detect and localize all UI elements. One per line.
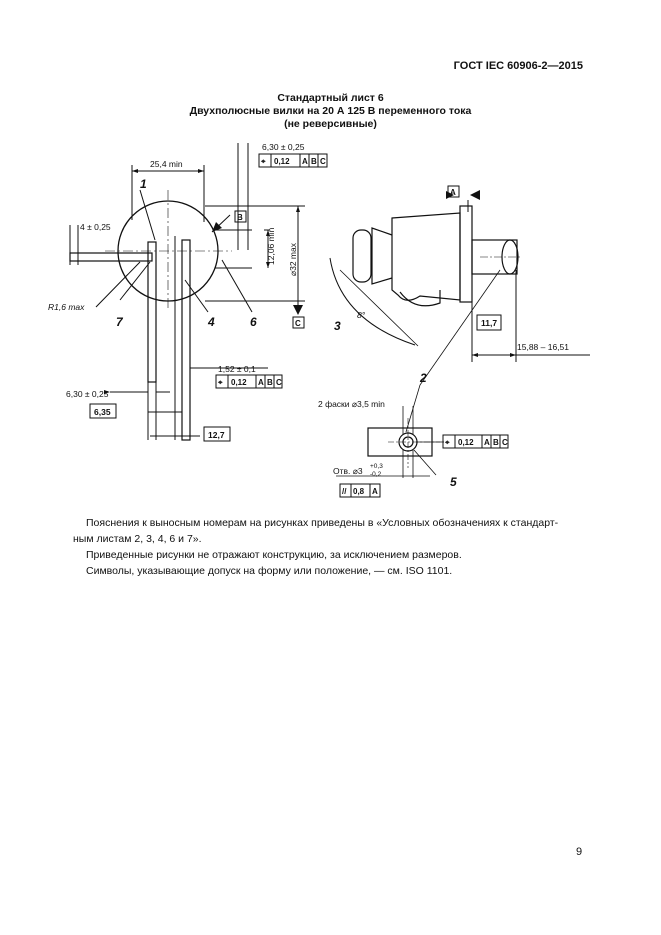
- flange: [459, 205, 473, 303]
- dim-diameter: ⌀32 max: [288, 242, 298, 276]
- callout-3: 3: [334, 319, 341, 333]
- dim-blade-width: 6,30 ± 0,25: [66, 389, 109, 399]
- note-3: Символы, указывающие допуск на форму или…: [86, 565, 453, 577]
- plug-side-body: [391, 212, 461, 301]
- horizontal-pin: [69, 252, 153, 262]
- dim-hole-tol-down: -0,2: [370, 471, 382, 478]
- datum-c: C: [295, 319, 301, 328]
- svg-text:C: C: [320, 157, 326, 166]
- svg-text://: //: [342, 487, 347, 496]
- title-line-3: (не реверсивные): [284, 118, 377, 130]
- svg-text:B: B: [493, 438, 499, 447]
- dim-offset: 4 ± 0,25: [80, 222, 111, 232]
- dim-pin-length: 15,88 – 16,51: [517, 342, 569, 352]
- dim-pin-spacing: 12,06 min: [266, 227, 276, 265]
- parallelism-frame: // 0,8 A: [339, 483, 381, 498]
- title-line-1: Стандартный лист 6: [277, 92, 384, 104]
- dim-blade-thickness: 1,52 ± 0,1: [218, 364, 256, 374]
- svg-text:B: B: [311, 157, 317, 166]
- title-line-2: Двухполюсные вилки на 20 А 125 В перемен…: [189, 105, 472, 117]
- dim-radius: R1,6 max: [48, 302, 85, 312]
- technical-drawing: 6,30 ± 0,25 25,4 min 4 ± 0,25 12,06 min …: [48, 142, 590, 498]
- dim-side-gauge: 11,7: [481, 318, 497, 328]
- dim-hole: Отв. ⌀3: [333, 466, 363, 476]
- svg-text:A: A: [484, 438, 490, 447]
- notes: Пояснения к выносным номерам на рисунках…: [73, 516, 585, 580]
- standard-number: ГОСТ IEC 60906-2—2015: [453, 60, 583, 72]
- sheet-title: Стандартный лист 6 Двухполюсные вилки на…: [0, 92, 661, 131]
- callout-7: 7: [116, 315, 124, 329]
- right-blade: [181, 239, 191, 441]
- svg-text:C: C: [276, 378, 282, 387]
- svg-text:0,12: 0,12: [231, 378, 247, 387]
- datum-b: B: [237, 213, 243, 222]
- note-1-cont: ным листам 2, 3, 4, 6 и 7».: [73, 533, 202, 545]
- dim-chamfers: 2 фаски ⌀3,5 min: [318, 399, 385, 409]
- svg-text:0,8: 0,8: [353, 487, 365, 496]
- svg-text:⌖: ⌖: [260, 157, 266, 166]
- dim-hole-tol-up: +0,3: [370, 463, 383, 470]
- svg-text:0,12: 0,12: [274, 157, 290, 166]
- svg-text:A: A: [372, 487, 378, 496]
- svg-text:⌖: ⌖: [444, 438, 450, 447]
- tolerance-frame-3: ⌖ 0,12 A B C: [442, 434, 509, 449]
- callout-1: 1: [140, 177, 147, 191]
- dim-gauge-12-7: 12,7: [208, 430, 225, 440]
- callout-6: 6: [250, 315, 257, 329]
- datum-a: A: [450, 188, 456, 197]
- dim-angle: 8°: [357, 310, 366, 320]
- svg-text:B: B: [267, 378, 273, 387]
- svg-text:A: A: [302, 157, 308, 166]
- svg-text:C: C: [502, 438, 508, 447]
- svg-text:0,12: 0,12: [458, 438, 474, 447]
- page-number: 9: [576, 846, 583, 858]
- note-2: Приведенные рисунки не отражают конструк…: [86, 549, 462, 561]
- svg-text:⌖: ⌖: [217, 378, 223, 387]
- dim-gauge-6-35: 6,35: [94, 407, 111, 417]
- dim-pin-width: 6,30 ± 0,25: [262, 142, 305, 152]
- dim-body-width: 25,4 min: [150, 159, 183, 169]
- tolerance-frame-2: ⌖ 0,12 A B C: [215, 374, 283, 389]
- callout-2: 2: [419, 371, 427, 385]
- tolerance-frame-1: ⌖ 0,12 A B C: [258, 153, 328, 168]
- callout-5: 5: [450, 475, 457, 489]
- note-1: Пояснения к выносным номерам на рисунках…: [86, 517, 559, 529]
- callout-4: 4: [207, 315, 215, 329]
- svg-text:A: A: [258, 378, 264, 387]
- left-blade: [147, 241, 157, 383]
- side-pin: [471, 239, 518, 275]
